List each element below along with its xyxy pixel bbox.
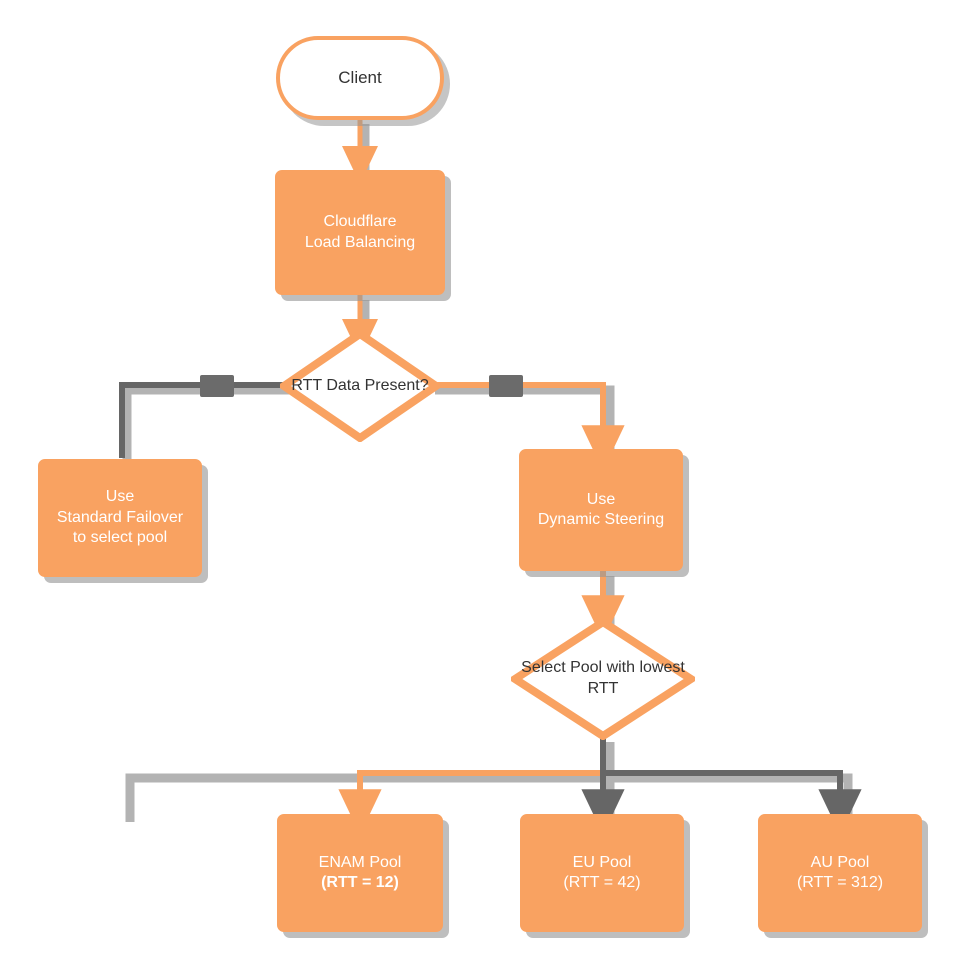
node-dynamic-steering[interactable]: Use Dynamic Steering: [519, 449, 683, 571]
edge-rtt-decision-to-standard-failover: [119, 382, 298, 458]
node-client-label: Client: [338, 68, 382, 88]
node-dynamic-steering-label: Use Dynamic Steering: [537, 490, 665, 528]
node-cloudflare-load-balancing-label: Cloudflare Load Balancing: [304, 213, 416, 251]
node-eu-pool[interactable]: EU Pool (RTT = 42): [520, 814, 684, 932]
edge-select-pool-to-au-pool: [603, 770, 862, 835]
edge-label-rtt-yes: [489, 375, 523, 397]
node-rtt-data-present-decision[interactable]: RTT Data Present?: [280, 330, 440, 442]
edge-label-rtt-no: [200, 375, 234, 397]
edge-rtt-decision-to-dynamic-steering: [430, 382, 625, 471]
node-client[interactable]: Client: [276, 36, 444, 120]
node-eu-pool-label: EU Pool (RTT = 42): [563, 853, 641, 891]
node-standard-failover[interactable]: Use Standard Failover to select pool: [38, 459, 202, 577]
node-enam-pool-label: ENAM Pool (RTT = 12): [318, 853, 402, 891]
node-cloudflare-load-balancing[interactable]: Cloudflare Load Balancing: [275, 170, 445, 295]
node-standard-failover-label: Use Standard Failover to select pool: [56, 488, 184, 547]
edge-select-pool-to-enam-pool: [338, 737, 606, 835]
node-au-pool-label: AU Pool (RTT = 312): [796, 853, 884, 891]
node-au-pool[interactable]: AU Pool (RTT = 312): [758, 814, 922, 932]
node-enam-pool[interactable]: ENAM Pool (RTT = 12): [277, 814, 443, 932]
node-select-pool-decision[interactable]: Select Pool with lowest RTT: [511, 618, 695, 740]
diamond-shape-select-pool: [511, 618, 695, 740]
diamond-shape-rtt-data-present: [280, 330, 440, 442]
